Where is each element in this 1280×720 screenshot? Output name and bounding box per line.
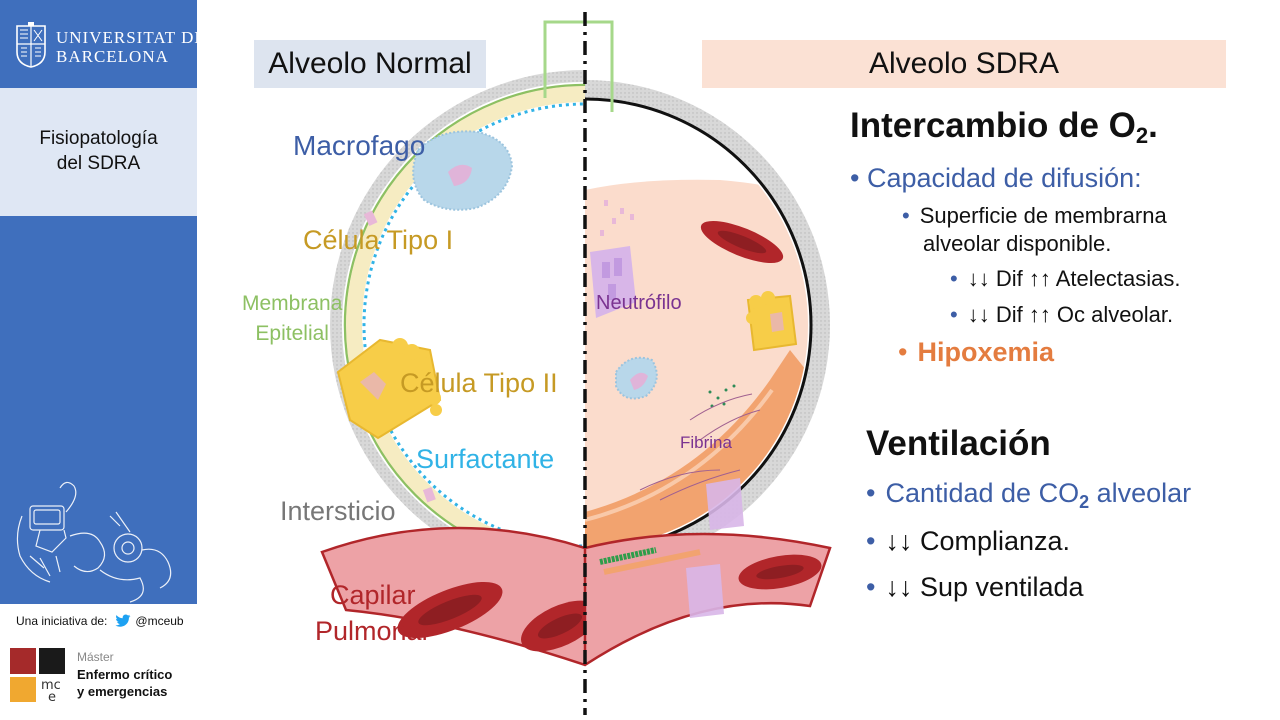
svg-text:mc: mc bbox=[41, 678, 61, 693]
label-intersticio: Intersticio bbox=[280, 496, 396, 526]
bullet-dot: • bbox=[950, 302, 958, 327]
label-fibrina: Fibrina bbox=[680, 433, 732, 452]
label-membrana-line2: Epitelial bbox=[255, 322, 329, 345]
sdra-neutrophil bbox=[706, 478, 744, 530]
university-name-line1: UNIVERSITAT DE bbox=[56, 28, 206, 47]
slide-section-title-line2: del SDRA bbox=[56, 153, 141, 174]
bullet-superficie-membrana: • Superficie de membrarna alveolar dispon… bbox=[902, 202, 1167, 258]
bullet-dot: • bbox=[866, 526, 876, 556]
ventilator-illustration-icon bbox=[16, 481, 172, 603]
svg-text:e: e bbox=[48, 690, 56, 702]
label-capilar-line2: Pulmonar bbox=[315, 616, 431, 646]
label-membrana-line1: Membrana bbox=[242, 292, 343, 315]
sdra-alveolus bbox=[585, 80, 832, 667]
normal-alveolus-header: Alveolo Normal bbox=[254, 40, 486, 88]
surfactant-layer bbox=[362, 102, 585, 548]
label-capilar-pulmonar: Capilar Pulmonar bbox=[315, 577, 431, 649]
bullet-hipoxemia: • Hipoxemia bbox=[898, 337, 1054, 368]
master-name-line1: Enfermo crítico bbox=[77, 667, 173, 682]
label-celula-tipo2: Célula Tipo II bbox=[400, 368, 558, 398]
bullet-co2-end: alveolar bbox=[1089, 478, 1192, 508]
bullet-dot: • bbox=[850, 163, 867, 193]
university-name-line2: BARCELONA bbox=[56, 47, 169, 66]
twitter-handle[interactable]: @mceub bbox=[135, 614, 184, 628]
bullet-capacidad-difusion: • Capacidad de difusión: bbox=[850, 163, 1142, 194]
bullet-dot: • bbox=[866, 572, 876, 602]
bullet-sup-ventilada: • ↓↓ Sup ventilada bbox=[866, 572, 1084, 603]
type1-nucleus bbox=[363, 210, 378, 227]
bullet-co2-text: Cantidad de CO bbox=[885, 478, 1080, 508]
bullet-co2-sub: 2 bbox=[1079, 492, 1090, 512]
twitter-icon[interactable] bbox=[115, 614, 131, 628]
label-capilar-line1: Capilar bbox=[330, 580, 416, 610]
sidebar-title-panel bbox=[0, 88, 197, 216]
slide-section-title-line1: Fisiopatología bbox=[39, 128, 158, 149]
ventilacion-title: Ventilación bbox=[866, 424, 1051, 463]
macrophage-nucleus bbox=[448, 164, 472, 186]
master-label: Máster bbox=[77, 650, 114, 664]
sdra-alveolus-header: Alveolo SDRA bbox=[702, 40, 1226, 88]
bullet-dot: • bbox=[902, 203, 910, 228]
bullet-complianza-text: ↓↓ Complianza. bbox=[885, 526, 1071, 556]
bullet-cantidad-co2: • Cantidad de CO2 alveolar bbox=[866, 478, 1191, 513]
initiative-line: Una iniciativa de: @mceub bbox=[16, 614, 184, 628]
university-seal-icon bbox=[16, 22, 46, 68]
neutrophil bbox=[590, 246, 636, 318]
label-neutrofilo: Neutrófilo bbox=[596, 292, 682, 314]
intercambio-title-text: Intercambio de O bbox=[850, 106, 1136, 145]
label-celula-tipo1: Célula Tipo I bbox=[303, 225, 454, 255]
bullet-dot: • bbox=[866, 478, 876, 508]
sidebar: UNIVERSITAT DE BARCELONA Fisiopatología … bbox=[0, 0, 205, 720]
bullet-capacidad-text: Capacidad de difusión: bbox=[866, 163, 1142, 193]
label-membrana-epitelial: Membrana Epitelial bbox=[242, 289, 342, 349]
initiative-label: Una iniciativa de: bbox=[16, 614, 108, 628]
mce-logo-icon: mc e bbox=[10, 648, 65, 702]
bullet-dot: • bbox=[950, 266, 958, 291]
sidebar-illustration-panel bbox=[0, 216, 197, 604]
airway bbox=[543, 20, 614, 112]
intercambio-title: Intercambio de O2. bbox=[850, 106, 1158, 149]
bullet-oc-alveolar: • ↓↓ Dif ↑↑ Oc alveolar. bbox=[950, 302, 1173, 328]
type1-cell-layer bbox=[346, 86, 585, 564]
bullet-hipoxemia-text: Hipoxemia bbox=[917, 337, 1054, 367]
capillary-neutrophil bbox=[686, 564, 724, 618]
label-surfactante: Surfactante bbox=[416, 444, 555, 474]
bullet-atelectasias: • ↓↓ Dif ↑↑ Atelectasias. bbox=[950, 266, 1180, 292]
cell-debris bbox=[600, 200, 634, 236]
university-name: UNIVERSITAT DE BARCELONA bbox=[56, 28, 206, 66]
fibrin-strands bbox=[639, 393, 761, 501]
bullet-oc-alveolar-text: ↓↓ Dif ↑↑ Oc alveolar. bbox=[967, 302, 1174, 327]
bullet-complianza: • ↓↓ Complianza. bbox=[866, 526, 1070, 557]
fibrin-dots bbox=[708, 384, 736, 408]
slide-section-title: Fisiopatología del SDRA bbox=[0, 126, 197, 176]
bullet-superficie-line2: alveolar disponible. bbox=[923, 231, 1112, 256]
type1-nucleus bbox=[422, 487, 436, 503]
fibrosis-strip bbox=[599, 547, 657, 565]
master-name-line2: y emergencias bbox=[77, 684, 168, 699]
bullet-superficie-line1: Superficie de membrarna bbox=[919, 203, 1167, 228]
intercambio-title-sub: 2 bbox=[1135, 123, 1149, 148]
epithelial-membrane bbox=[343, 83, 585, 567]
normal-alveolus bbox=[320, 70, 585, 667]
bullet-sup-ventilada-text: ↓↓ Sup ventilada bbox=[885, 572, 1084, 602]
bullet-dot: • bbox=[898, 337, 908, 367]
label-macrofago: Macrofago bbox=[293, 130, 426, 161]
master-name: Enfermo crítico y emergencias bbox=[77, 666, 172, 700]
type2-nucleus bbox=[360, 372, 386, 400]
bullet-atelectasias-text: ↓↓ Dif ↑↑ Atelectasias. bbox=[967, 266, 1181, 291]
intercambio-title-end: . bbox=[1148, 106, 1158, 145]
university-banner: UNIVERSITAT DE BARCELONA bbox=[0, 0, 205, 88]
